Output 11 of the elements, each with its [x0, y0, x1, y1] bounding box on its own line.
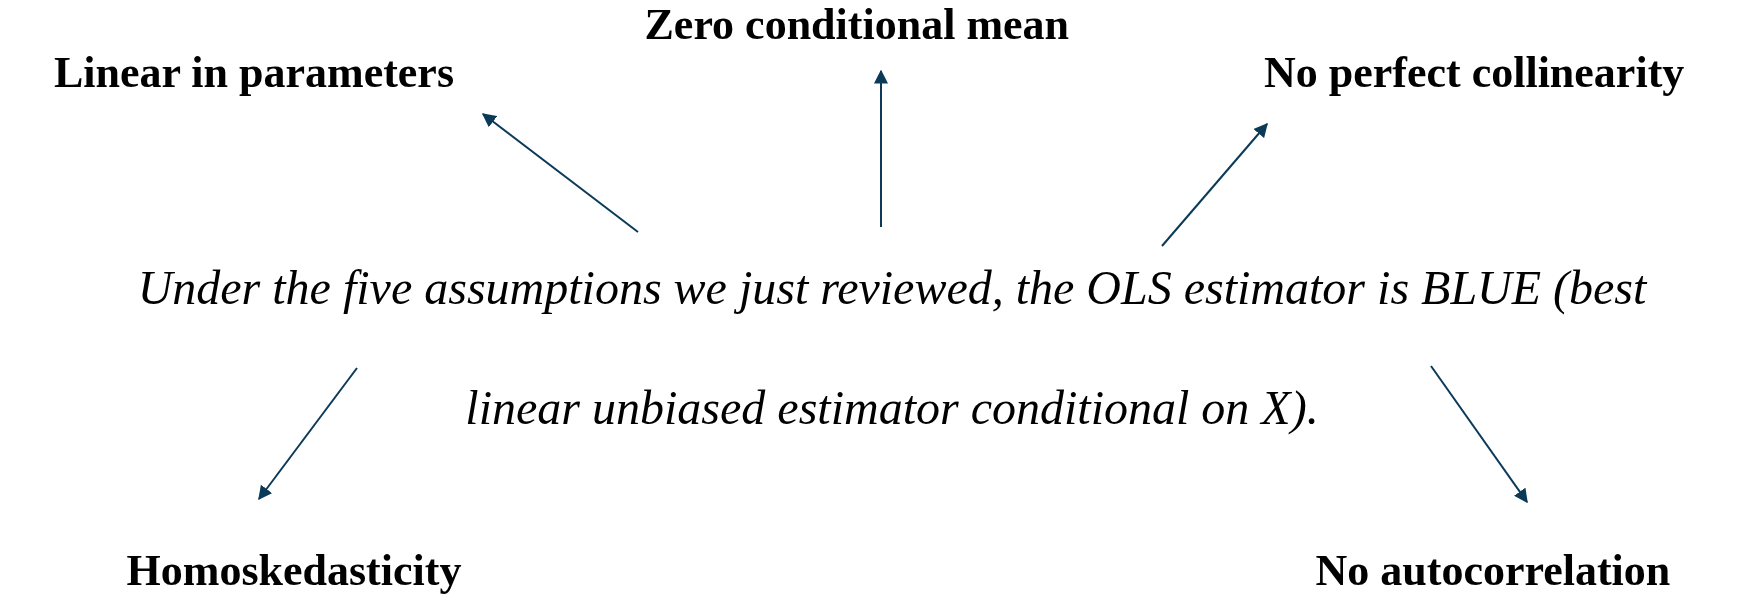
assumption-label: Zero conditional mean	[644, 0, 1070, 50]
arrow	[1430, 365, 1528, 504]
assumption-label: No perfect collinearity	[1264, 48, 1685, 98]
assumption-label: Homoskedasticity	[126, 546, 462, 596]
arrow	[481, 113, 639, 233]
arrow	[1161, 122, 1268, 247]
assumption-label: Linear in parameters	[54, 48, 455, 98]
arrow	[258, 367, 358, 501]
assumption-label: No autocorrelation	[1315, 546, 1671, 596]
statement-text: Under the five assumptions we just reviewed, the OLS estimator is BLUE (best linear unbiased estimator conditional on X).	[82, 228, 1702, 468]
arrow	[874, 69, 888, 228]
